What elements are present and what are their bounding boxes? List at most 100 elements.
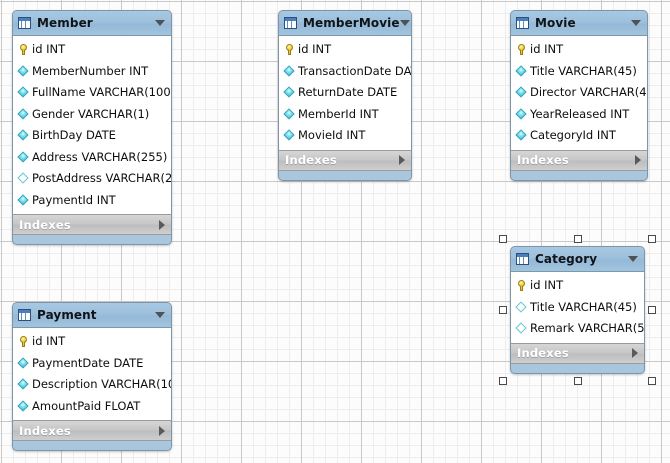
indexes-section[interactable]: Indexes	[511, 149, 647, 171]
chevron-right-icon[interactable]	[635, 155, 641, 165]
column-row[interactable]: PaymentDate DATE	[13, 353, 171, 375]
column-row[interactable]: BirthDay DATE	[13, 125, 171, 147]
table-footer-strip	[13, 441, 171, 450]
diamond-icon	[283, 86, 296, 99]
column-row[interactable]: MemberId INT	[279, 104, 411, 126]
table-icon	[284, 17, 297, 29]
column-label: id INT	[32, 42, 66, 56]
column-row[interactable]: ReturnDate DATE	[279, 82, 411, 104]
resize-handle-se[interactable]	[648, 377, 656, 385]
column-row[interactable]: id INT	[511, 275, 644, 297]
chevron-down-icon[interactable]	[155, 20, 165, 26]
diamond-icon	[515, 65, 528, 78]
column-row[interactable]: id INT	[511, 39, 647, 61]
column-row[interactable]: MemberNumber INT	[13, 61, 171, 83]
table-footer-strip	[279, 170, 411, 180]
column-row[interactable]: Address VARCHAR(255)	[13, 147, 171, 169]
indexes-section[interactable]: Indexes	[511, 342, 644, 364]
chevron-right-icon[interactable]	[399, 155, 405, 165]
resize-handle-n[interactable]	[573, 235, 582, 243]
indexes-label: Indexes	[517, 346, 569, 360]
table-header[interactable]: Payment	[13, 303, 171, 328]
resize-handle-e[interactable]	[648, 306, 656, 314]
column-row[interactable]: Title VARCHAR(45)	[511, 61, 647, 83]
column-label: AmountPaid FLOAT	[32, 398, 141, 413]
column-row[interactable]: FullName VARCHAR(100)	[13, 82, 171, 104]
resize-handle-s[interactable]	[573, 377, 582, 385]
diamond-icon	[17, 129, 30, 142]
column-label: FullName VARCHAR(100)	[32, 85, 172, 99]
column-row[interactable]: Gender VARCHAR(1)	[13, 104, 171, 126]
column-row[interactable]: AmountPaid FLOAT	[13, 396, 171, 418]
table-header[interactable]: MemberMovie	[279, 11, 411, 36]
table-icon	[516, 17, 529, 29]
chevron-right-icon[interactable]	[159, 219, 165, 230]
column-row[interactable]: TransactionDate DATE	[279, 61, 411, 83]
column-label: MemberNumber INT	[32, 63, 149, 78]
column-row[interactable]: YearReleased INT	[511, 104, 647, 126]
column-row[interactable]: Remark VARCHAR(500)	[511, 318, 644, 340]
chevron-right-icon[interactable]	[159, 425, 165, 436]
chevron-down-icon[interactable]	[155, 312, 165, 318]
diamond-icon	[283, 65, 296, 78]
entity-table-member[interactable]: Member id INT MemberNumber INT FullName VAR…	[12, 10, 172, 245]
diamond-icon	[17, 151, 30, 164]
column-list: id INT TransactionDate DATE ReturnDate DAT…	[279, 36, 411, 150]
column-row[interactable]: Description VARCHAR(100)	[13, 374, 171, 396]
resize-handle-nw[interactable]	[499, 235, 507, 243]
diamond-icon	[17, 65, 30, 78]
resize-handle-sw[interactable]	[499, 377, 507, 385]
column-row[interactable]: Director VARCHAR(45)	[511, 82, 647, 104]
indexes-section[interactable]: Indexes	[13, 420, 171, 441]
column-label: id INT	[530, 278, 564, 292]
indexes-section[interactable]: Indexes	[279, 149, 411, 171]
column-row[interactable]: id INT	[13, 331, 171, 353]
table-header[interactable]: Movie	[511, 11, 647, 36]
column-label: TransactionDate DATE	[298, 63, 411, 78]
key-icon	[515, 279, 528, 292]
column-row[interactable]: id INT	[13, 39, 171, 61]
column-label: ReturnDate DATE	[298, 85, 398, 99]
table-header[interactable]: Category	[511, 247, 644, 272]
diamond-icon	[17, 400, 30, 413]
column-row[interactable]: MovieId INT	[279, 125, 411, 147]
column-row[interactable]: id INT	[279, 39, 411, 61]
table-footer-strip	[511, 170, 647, 180]
column-label: Title VARCHAR(45)	[530, 299, 637, 314]
column-label: CategoryId INT	[530, 128, 616, 142]
chevron-down-icon[interactable]	[628, 256, 638, 262]
column-row[interactable]: Title VARCHAR(45)	[511, 297, 644, 319]
table-icon	[516, 253, 529, 265]
diamond-icon	[17, 194, 30, 207]
chevron-down-icon[interactable]	[631, 20, 641, 26]
table-header[interactable]: Member	[13, 11, 171, 36]
table-footer-strip	[13, 235, 171, 244]
column-row[interactable]: PaymentId INT	[13, 190, 171, 212]
diamond-outline-icon	[17, 172, 30, 185]
column-row[interactable]: PostAddress VARCHAR(255)	[13, 168, 171, 190]
chevron-down-icon[interactable]	[399, 20, 410, 26]
entity-table-membermovie[interactable]: MemberMovie id INT TransactionDate DATE Ret…	[278, 10, 412, 181]
entity-table-category[interactable]: Category id INT Title VARCHAR(45) Remark VA…	[510, 246, 645, 374]
chevron-right-icon[interactable]	[632, 348, 638, 358]
column-label: Gender VARCHAR(1)	[32, 106, 150, 121]
column-label: Director VARCHAR(45)	[530, 85, 648, 99]
column-row[interactable]: CategoryId INT	[511, 125, 647, 147]
column-label: id INT	[32, 334, 66, 348]
table-title: Payment	[37, 308, 97, 322]
table-icon	[18, 309, 31, 321]
diamond-icon	[515, 86, 528, 99]
key-icon	[515, 43, 528, 56]
key-icon	[283, 43, 296, 56]
indexes-section[interactable]: Indexes	[13, 214, 171, 235]
column-label: Address VARCHAR(255)	[32, 149, 168, 164]
column-label: YearReleased INT	[530, 106, 630, 121]
selection-handles	[499, 235, 656, 385]
column-label: MovieId INT	[298, 128, 366, 142]
resize-handle-ne[interactable]	[648, 235, 656, 243]
resize-handle-w[interactable]	[499, 306, 507, 314]
